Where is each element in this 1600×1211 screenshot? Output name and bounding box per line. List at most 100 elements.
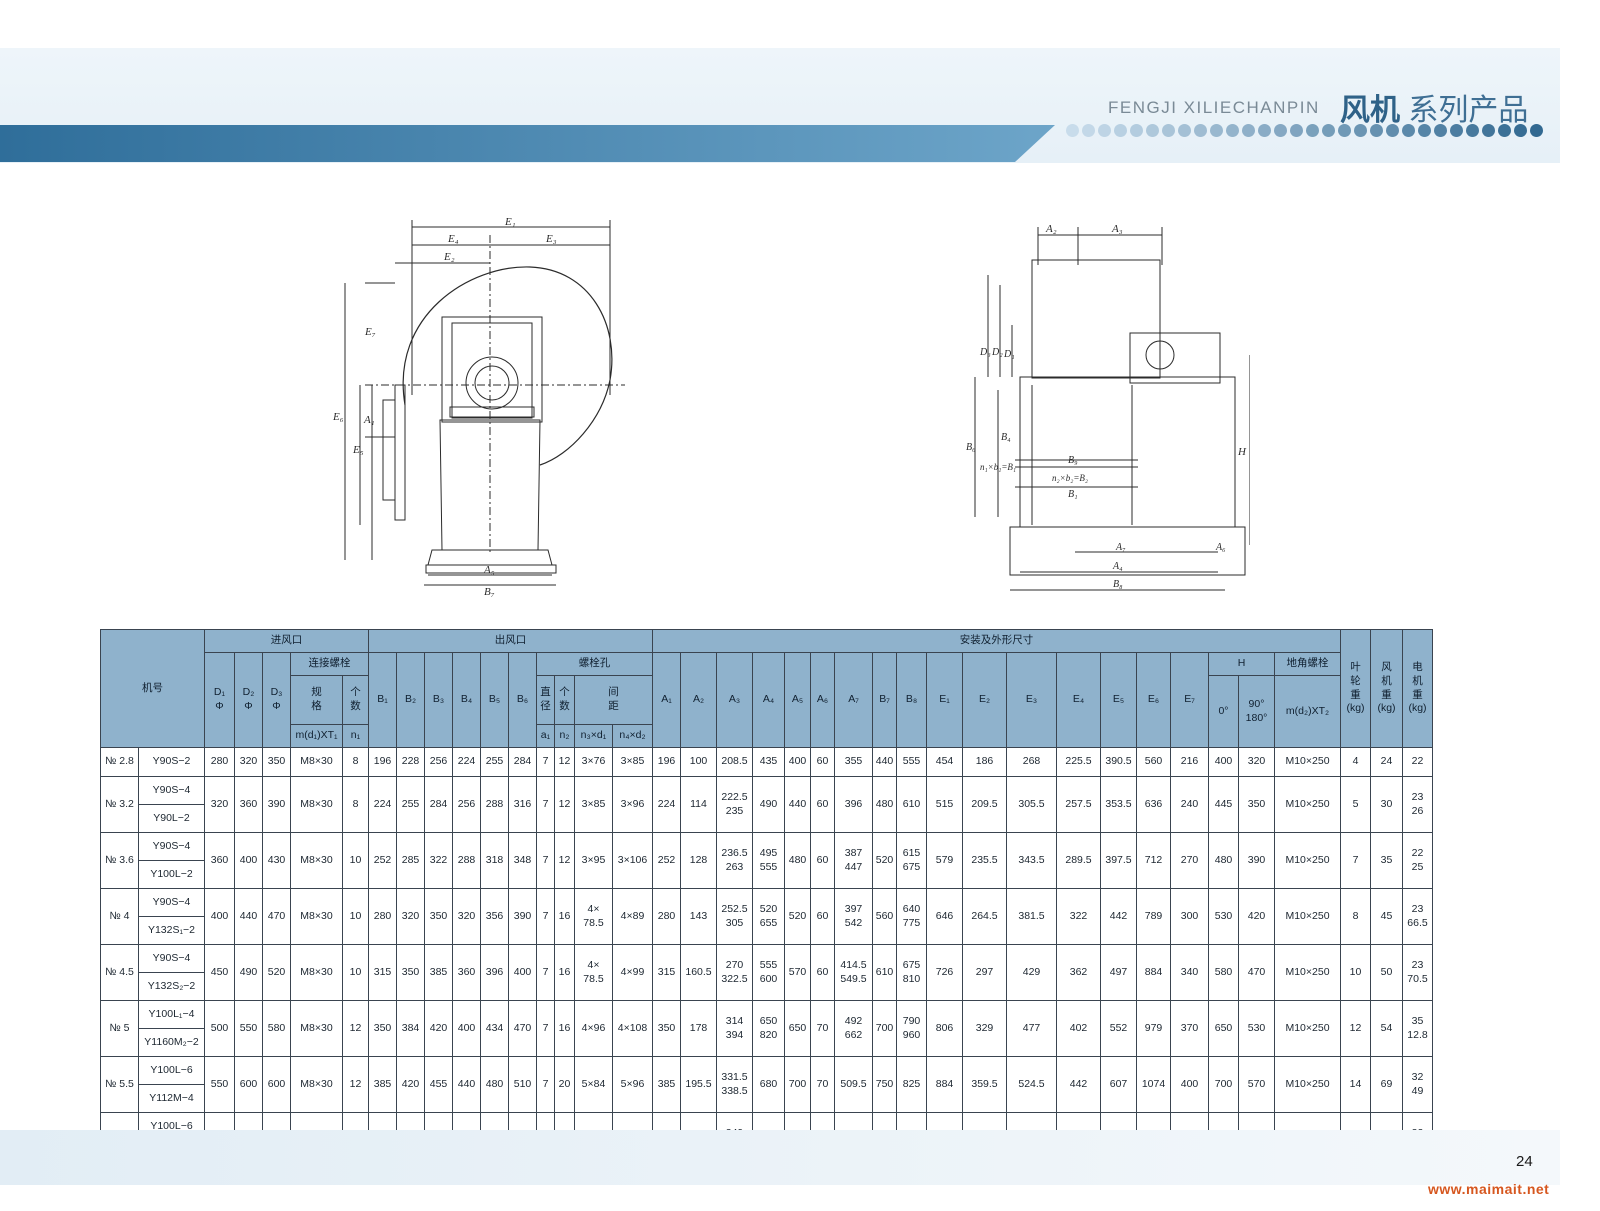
spec-cell: 12 [554, 747, 575, 777]
spec-cell: 4×96 [574, 1000, 613, 1057]
header-dot [1498, 124, 1511, 137]
header-dot [1386, 124, 1399, 137]
header-dot [1290, 124, 1303, 137]
spec-cell: 320 [204, 776, 235, 833]
spec-cell: 24 [1370, 747, 1403, 777]
header-dot [1242, 124, 1255, 137]
spec-cell: 552 [1100, 1000, 1137, 1057]
spec-cell: 477 [1006, 1000, 1057, 1057]
spec-cell: 195.5 [680, 1056, 717, 1113]
spec-cell: 750 [872, 1056, 897, 1113]
spec-cell: 340 [1170, 944, 1209, 1001]
spec-cell: 225.5 [1056, 747, 1101, 777]
table-row: Y100L−2 [101, 860, 1433, 889]
footer-band [0, 1130, 1560, 1185]
spec-cell: 420 [1238, 888, 1275, 945]
fan-drawing: E₁ E₄ E₃ E₂ E₆ E₅ E₇ A₁ A₅ B₇ A₂ A₃ D₃ [332, 216, 1250, 598]
spec-cell: 320 [396, 888, 425, 945]
header-dot [1178, 124, 1191, 137]
spec-cell: 470 [508, 1000, 537, 1057]
svg-text:A₃: A₃ [1111, 223, 1123, 235]
spec-cell: 320 [452, 888, 481, 945]
header-pinyin: FENGJI XILIECHANPIN [1108, 98, 1320, 117]
spec-cell: 524.5 [1006, 1056, 1057, 1113]
spec-cell: 3×85 [612, 747, 653, 777]
spec-cell: 4 [1340, 747, 1371, 777]
spec-cell: 610 [896, 776, 927, 833]
motor-model: Y132S₁−2 [138, 916, 205, 945]
svg-text:E₁: E₁ [504, 216, 516, 228]
spec-cell: M8×30 [290, 747, 343, 777]
spec-cell: 440 [234, 888, 263, 945]
spec-cell: 270 [1170, 832, 1209, 889]
svg-text:D₁: D₁ [1003, 349, 1015, 360]
spec-cell: 400 [234, 832, 263, 889]
spec-cell: 350 [424, 888, 453, 945]
spec-cell: 5×84 [574, 1056, 613, 1113]
spec-cell: 348 [508, 832, 537, 889]
spec-cell: M8×30 [290, 888, 343, 945]
spec-cell: 224 [368, 776, 397, 833]
spec-cell: 434 [480, 1000, 509, 1057]
spec-cell: 429 [1006, 944, 1057, 1001]
col-b3: B₃ [424, 652, 453, 748]
header-dot [1450, 124, 1463, 137]
svg-text:n₁×b₁=B₁: n₁×b₁=B₁ [980, 462, 1016, 472]
spec-cell: 420 [424, 1000, 453, 1057]
spec-cell: 16 [554, 1000, 575, 1057]
spec-cell: 285 [396, 832, 425, 889]
spec-cell: 297 [962, 944, 1007, 1001]
svg-text:E₇: E₇ [364, 326, 376, 338]
spec-cell: 316 [508, 776, 537, 833]
header-dot [1210, 124, 1223, 137]
motor-model: Y90S−4 [138, 832, 205, 861]
col-hole-pitch: 间距 [574, 675, 653, 725]
motor-weight: 22 [1402, 747, 1433, 777]
spec-cell: 3×85 [574, 776, 613, 833]
svg-text:E₄: E₄ [447, 233, 459, 245]
spec-cell: M8×30 [290, 776, 343, 833]
spec-cell: 480 [480, 1056, 509, 1113]
spec-cell: M10×250 [1274, 888, 1341, 945]
spec-cell: 390 [508, 888, 537, 945]
spec-cell: 530 [1208, 888, 1239, 945]
spec-cell: 490 [752, 776, 785, 833]
spec-cell: 12 [1340, 1000, 1371, 1057]
group-install: 安装及外形尺寸 [652, 629, 1341, 653]
model-no: № 5.5 [100, 1056, 139, 1113]
spec-cell: 10 [342, 888, 369, 945]
col-h: H [1208, 652, 1275, 676]
spec-cell: 8 [1340, 888, 1371, 945]
spec-cell: 3×96 [612, 776, 653, 833]
svg-text:n₂×b₂=B₂: n₂×b₂=B₂ [1052, 473, 1088, 483]
group-outlet: 出风口 [368, 629, 653, 653]
spec-cell: 186 [962, 747, 1007, 777]
spec-cell: 264.5 [962, 888, 1007, 945]
spec-cell: 825 [896, 1056, 927, 1113]
spec-cell: 390.5 [1100, 747, 1137, 777]
spec-cell: 350 [396, 944, 425, 1001]
spec-cell: 454 [926, 747, 963, 777]
col-b6: B₆ [508, 652, 537, 748]
col-dim-3: A₄ [752, 652, 785, 748]
header-title: 风机 系列产品 [1340, 94, 1529, 127]
spec-cell: 400 [204, 888, 235, 945]
spec-cell: 607 [1100, 1056, 1137, 1113]
header-dot [1322, 124, 1335, 137]
spec-cell: 216 [1170, 747, 1209, 777]
spec-cell: 509.5 [834, 1056, 873, 1113]
spec-cell: 5 [1340, 776, 1371, 833]
spec-cell: 385 [368, 1056, 397, 1113]
spec-cell: 381.5 [1006, 888, 1057, 945]
table-row: Y1160M₂−2 [101, 1028, 1433, 1057]
